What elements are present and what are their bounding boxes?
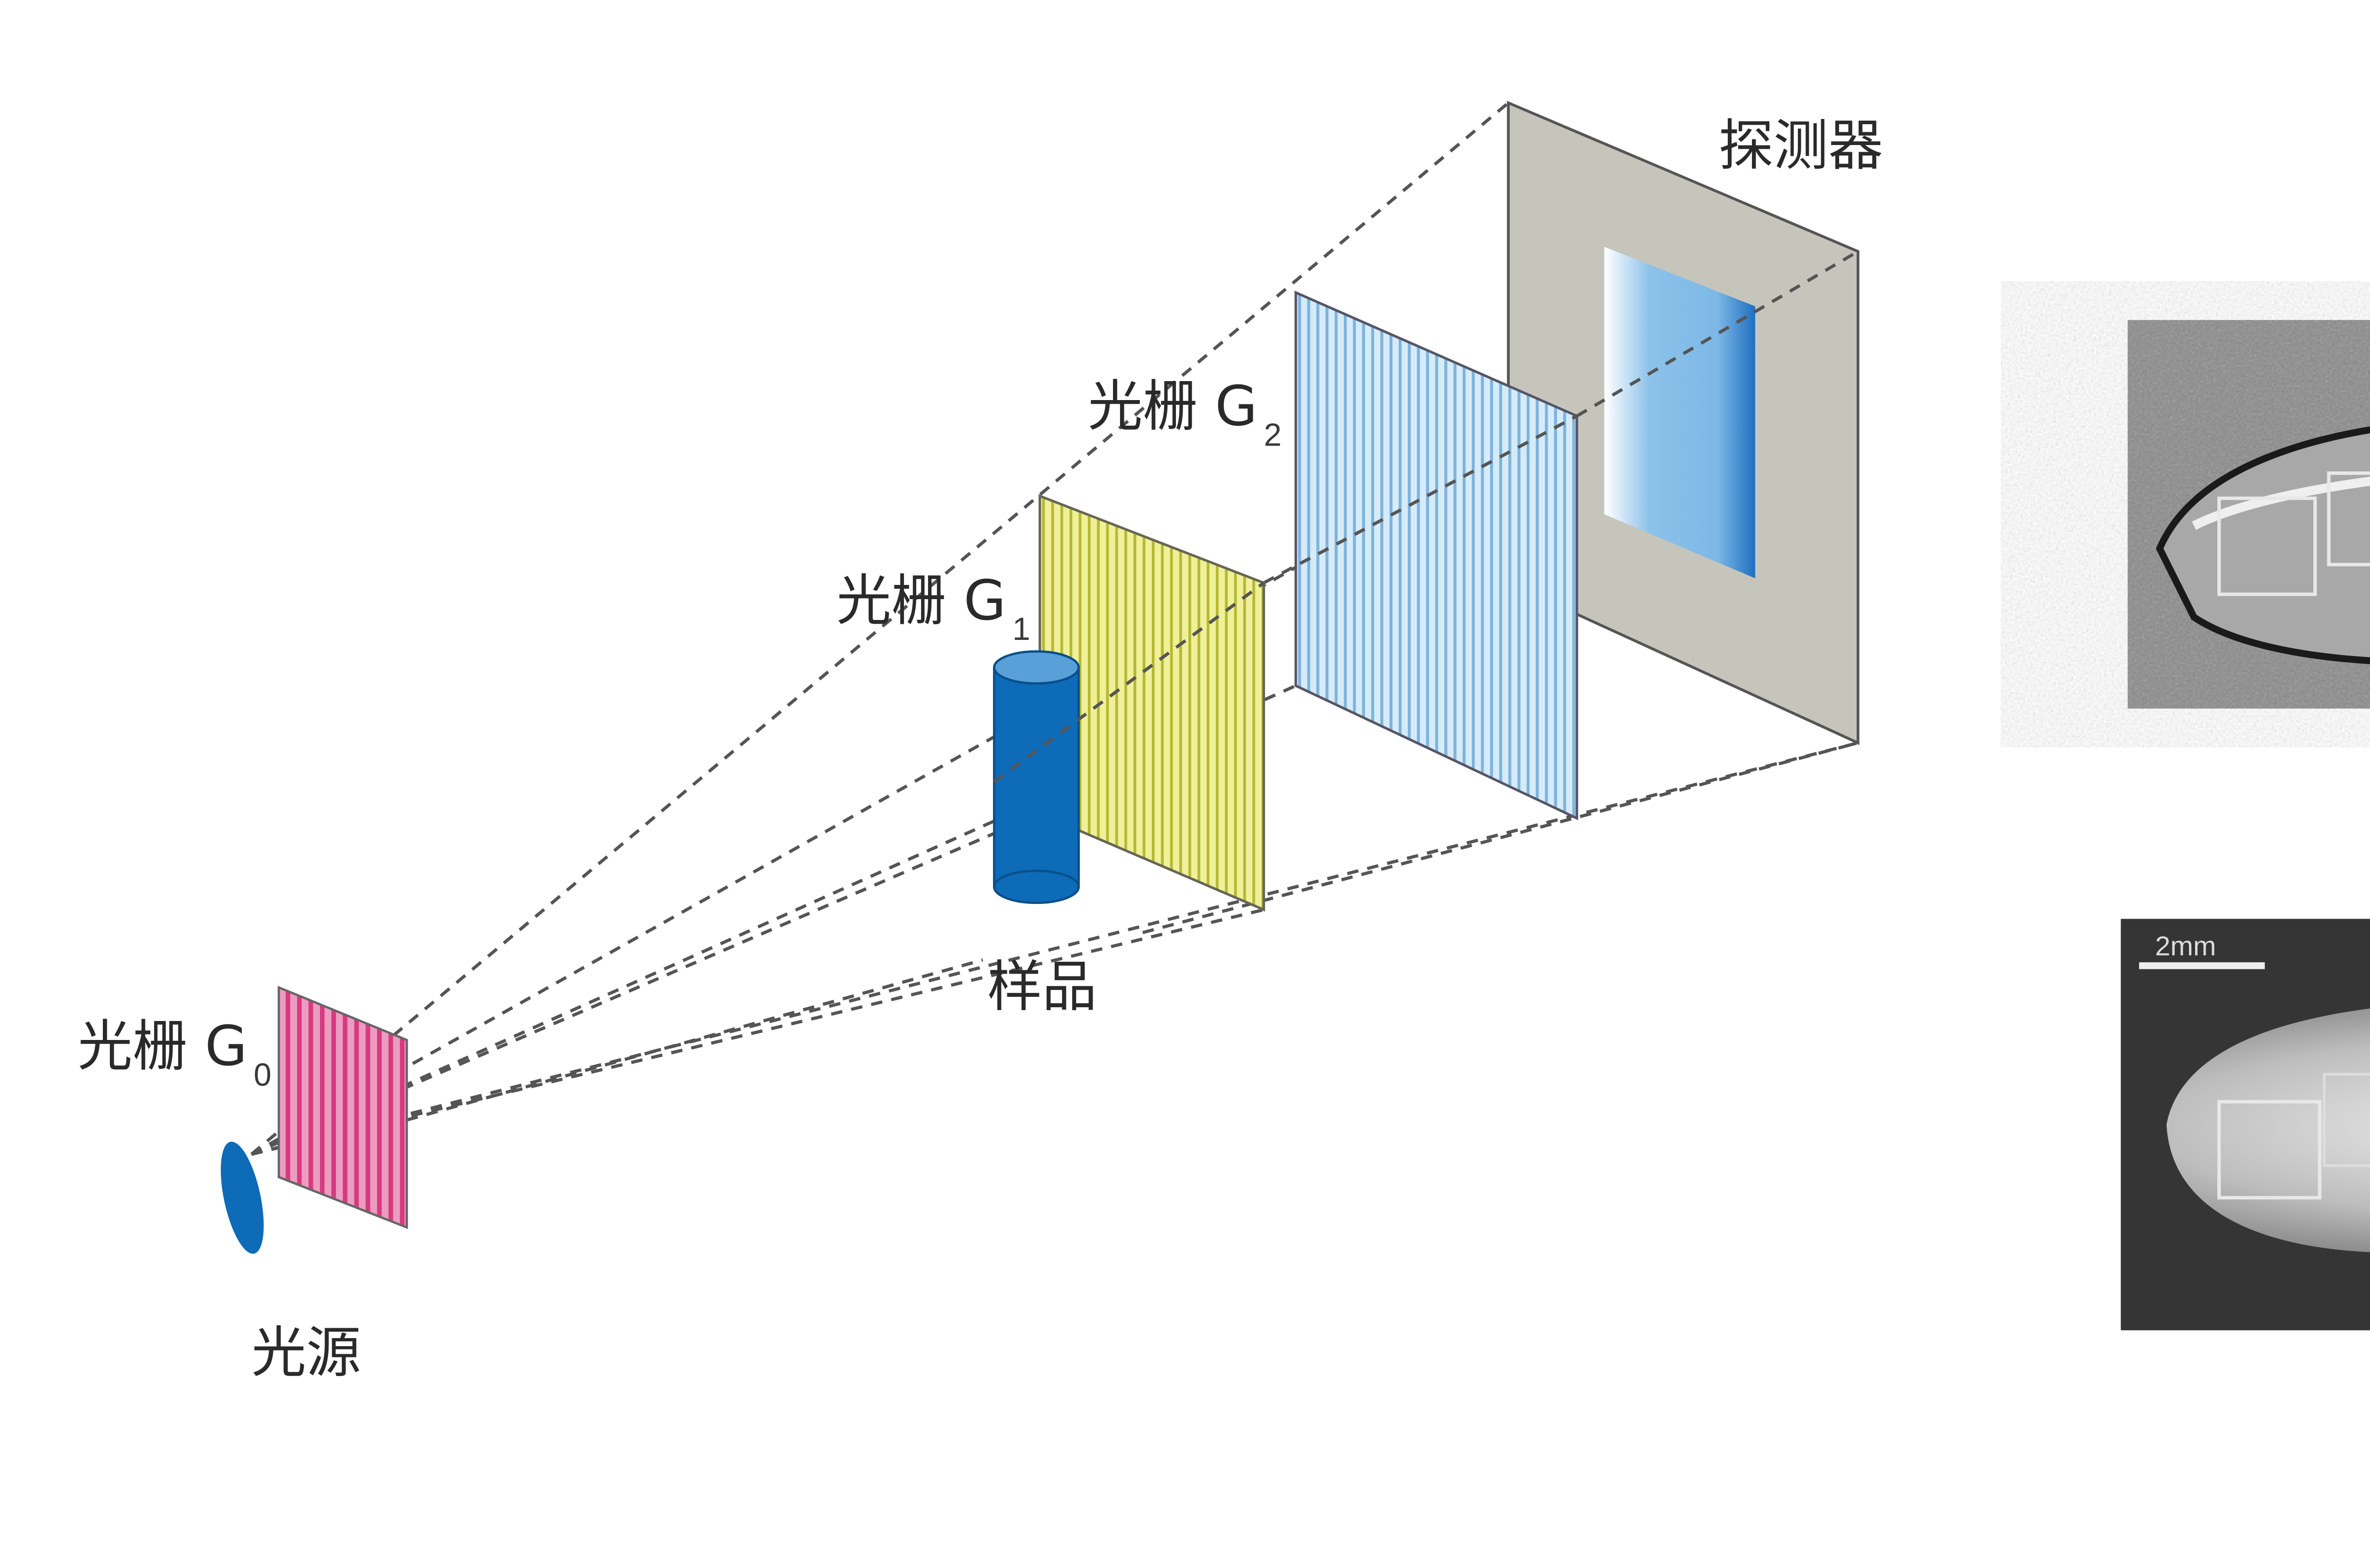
label-detector: 探测器 bbox=[1719, 114, 1883, 178]
light-source bbox=[220, 1141, 264, 1254]
grating-g0 bbox=[277, 985, 408, 1230]
scale-bar: 2mm bbox=[2139, 931, 2265, 969]
fish-image-panels: 2mm bbox=[2121, 320, 2370, 1331]
label-sample: 样品 bbox=[987, 956, 1097, 1019]
detector-window bbox=[1604, 246, 1755, 579]
svg-text:光栅 G: 光栅 G bbox=[1088, 375, 1258, 438]
roi-box-head bbox=[2327, 471, 2370, 566]
svg-text:光栅 G: 光栅 G bbox=[78, 1015, 247, 1078]
label-light-source: 光源 bbox=[251, 1321, 361, 1385]
detector bbox=[1507, 100, 1860, 745]
dpc-fish-panel bbox=[2127, 320, 2370, 709]
roi-box-eye-abs bbox=[2217, 1100, 2322, 1200]
svg-text:1: 1 bbox=[1012, 611, 1030, 647]
roi-box-head-abs bbox=[2323, 1073, 2370, 1167]
grating-g2 bbox=[1263, 291, 1578, 820]
svg-text:光栅 G: 光栅 G bbox=[837, 569, 1006, 633]
svg-text:2mm: 2mm bbox=[2155, 931, 2216, 962]
absorption-fish-panel: 2mm bbox=[2121, 919, 2370, 1331]
sample-cylinder bbox=[993, 581, 1265, 904]
label-grating-g2: 光栅 G 2 bbox=[1088, 375, 1282, 453]
interferometer-diagram: 探测器 光栅 G 2 光栅 G 1 样品 光栅 G 0 光源 bbox=[78, 100, 1883, 1385]
label-grating-g1: 光栅 G 1 bbox=[837, 569, 1030, 647]
label-grating-g0: 光栅 G 0 bbox=[78, 1015, 272, 1093]
svg-text:2: 2 bbox=[1264, 417, 1282, 453]
roi-box-eye bbox=[2217, 496, 2317, 596]
svg-text:0: 0 bbox=[254, 1057, 272, 1093]
